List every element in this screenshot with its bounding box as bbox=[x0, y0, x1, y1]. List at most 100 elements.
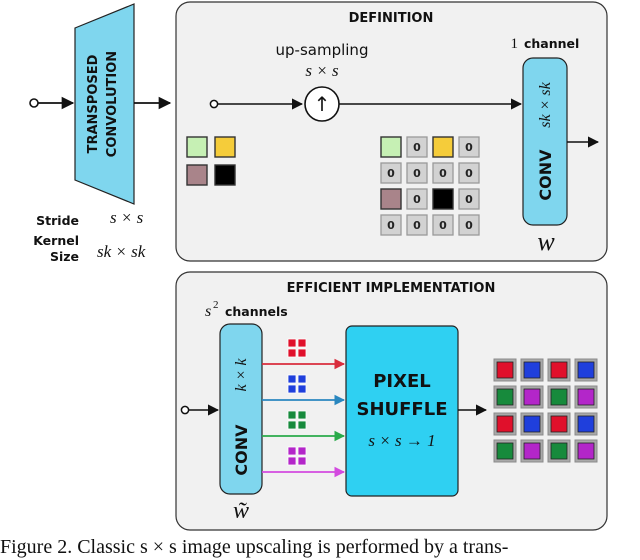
channel-icon-cell bbox=[297, 384, 307, 394]
channel-icon-cell bbox=[297, 456, 307, 466]
zero-cell bbox=[458, 188, 480, 210]
input-image-grid bbox=[186, 136, 236, 186]
zero-cell bbox=[458, 162, 480, 184]
output-pixel bbox=[577, 442, 595, 460]
output-pixel bbox=[496, 361, 514, 379]
zero-value: 0 bbox=[413, 167, 421, 180]
output-pixel bbox=[550, 415, 568, 433]
input-node bbox=[29, 98, 39, 108]
stride-value: s × s bbox=[110, 208, 144, 227]
channel-icon-cell bbox=[287, 338, 297, 348]
zero-value: 0 bbox=[465, 141, 473, 154]
channel-arrows bbox=[262, 358, 346, 478]
channel-icon-cell bbox=[297, 446, 307, 456]
efficient-panel: EFFICIENT IMPLEMENTATION s 2 channels CO… bbox=[175, 271, 608, 531]
definition-conv-kernel: sk × sk bbox=[537, 81, 554, 127]
channel-icon-cell bbox=[287, 420, 297, 430]
channel-icon-cell bbox=[297, 338, 307, 348]
channels-label: channels bbox=[225, 304, 288, 319]
channel-icon-cell bbox=[297, 348, 307, 358]
zero-value: 0 bbox=[465, 193, 473, 206]
upsampling-arrow-icon: ↑ bbox=[314, 92, 331, 116]
definition-panel-box bbox=[175, 1, 608, 262]
channel-number: 1 bbox=[511, 36, 519, 52]
output-pixel bbox=[523, 388, 541, 406]
efficient-title: EFFICIENT IMPLEMENTATION bbox=[287, 281, 496, 296]
zero-value: 0 bbox=[413, 193, 421, 206]
output-pixel bbox=[496, 415, 514, 433]
zero-value: 0 bbox=[413, 219, 421, 232]
zero-value: 0 bbox=[465, 167, 473, 180]
definition-title: DEFINITION bbox=[349, 11, 434, 26]
kernel-label-line2: Size bbox=[50, 249, 79, 264]
channel-icon-cell bbox=[287, 348, 297, 358]
figure-caption: Figure 2. Classic s × s image upscaling … bbox=[0, 536, 509, 558]
output-image-grid bbox=[493, 358, 598, 463]
input-pixel bbox=[186, 136, 208, 158]
output-pixel bbox=[523, 361, 541, 379]
definition-weight-symbol: w bbox=[537, 227, 555, 256]
zero-cell bbox=[432, 162, 454, 184]
pixel-shuffle-line1: PIXEL bbox=[373, 371, 431, 392]
zero-value: 0 bbox=[465, 219, 473, 232]
output-pixel bbox=[550, 442, 568, 460]
pixel-shuffle-formula: s × s → 1 bbox=[368, 431, 435, 450]
efficient-weight-symbol: w̃ bbox=[233, 498, 249, 524]
channel-icon-cell bbox=[297, 420, 307, 430]
output-pixel bbox=[523, 415, 541, 433]
pixel-cell bbox=[380, 188, 402, 210]
input-pixel bbox=[186, 164, 208, 186]
channel-icon-cell bbox=[287, 384, 297, 394]
transposed-convolution-section: TRANSPOSED CONVOLUTION Stride s × s Kern… bbox=[29, 3, 172, 264]
channel-icon-cell bbox=[287, 374, 297, 384]
output-pixel bbox=[550, 388, 568, 406]
zero-cell bbox=[458, 136, 480, 158]
definition-input-node bbox=[209, 99, 219, 109]
pixel-cell bbox=[380, 136, 402, 158]
zero-cell bbox=[406, 162, 428, 184]
definition-panel: DEFINITION up-sampling s × s ↑ 1 channel… bbox=[175, 1, 608, 262]
zero-value: 0 bbox=[387, 219, 395, 232]
zero-value: 0 bbox=[387, 167, 395, 180]
input-pixel bbox=[214, 136, 236, 158]
channels-base: s bbox=[205, 303, 211, 320]
zero-value: 0 bbox=[439, 167, 447, 180]
channel-icons bbox=[287, 338, 307, 466]
output-pixel bbox=[577, 361, 595, 379]
transposed-label-line2: CONVOLUTION bbox=[105, 51, 120, 157]
efficient-conv-block bbox=[219, 323, 263, 495]
output-pixel bbox=[496, 388, 514, 406]
zero-cell bbox=[458, 214, 480, 236]
efficient-input-node bbox=[180, 405, 190, 415]
stride-label: Stride bbox=[36, 213, 79, 228]
pixel-cell bbox=[432, 136, 454, 158]
channel-icon-cell bbox=[287, 410, 297, 420]
pixel-shuffle-line2: SHUFFLE bbox=[356, 399, 447, 420]
channel-label: channel bbox=[524, 36, 579, 51]
upsampling-factor: s × s bbox=[305, 61, 339, 80]
transposed-convolution-block bbox=[74, 3, 135, 205]
channel-icon-cell bbox=[287, 446, 297, 456]
definition-conv-label: CONV bbox=[536, 149, 555, 201]
zero-cell bbox=[406, 214, 428, 236]
output-pixel bbox=[523, 442, 541, 460]
channels-exponent: 2 bbox=[213, 299, 219, 311]
zero-cell bbox=[380, 214, 402, 236]
upsampled-grid: 0 0 0 0 0 0 0 0 0 0 0 0 bbox=[380, 136, 480, 236]
output-pixel bbox=[577, 415, 595, 433]
channel-icon-cell bbox=[297, 410, 307, 420]
zero-cell bbox=[406, 136, 428, 158]
kernel-value: sk × sk bbox=[97, 242, 146, 261]
transposed-label-line1: TRANSPOSED bbox=[86, 54, 101, 153]
output-pixel bbox=[577, 388, 595, 406]
efficient-conv-label: CONV bbox=[232, 424, 251, 476]
zero-cell bbox=[380, 162, 402, 184]
zero-value: 0 bbox=[413, 141, 421, 154]
kernel-label-line1: Kernel bbox=[33, 233, 79, 248]
pixel-cell bbox=[432, 188, 454, 210]
channel-icon-cell bbox=[287, 456, 297, 466]
zero-cell bbox=[406, 188, 428, 210]
zero-value: 0 bbox=[439, 219, 447, 232]
input-pixel bbox=[214, 164, 236, 186]
upsampling-label: up-sampling bbox=[276, 41, 369, 59]
